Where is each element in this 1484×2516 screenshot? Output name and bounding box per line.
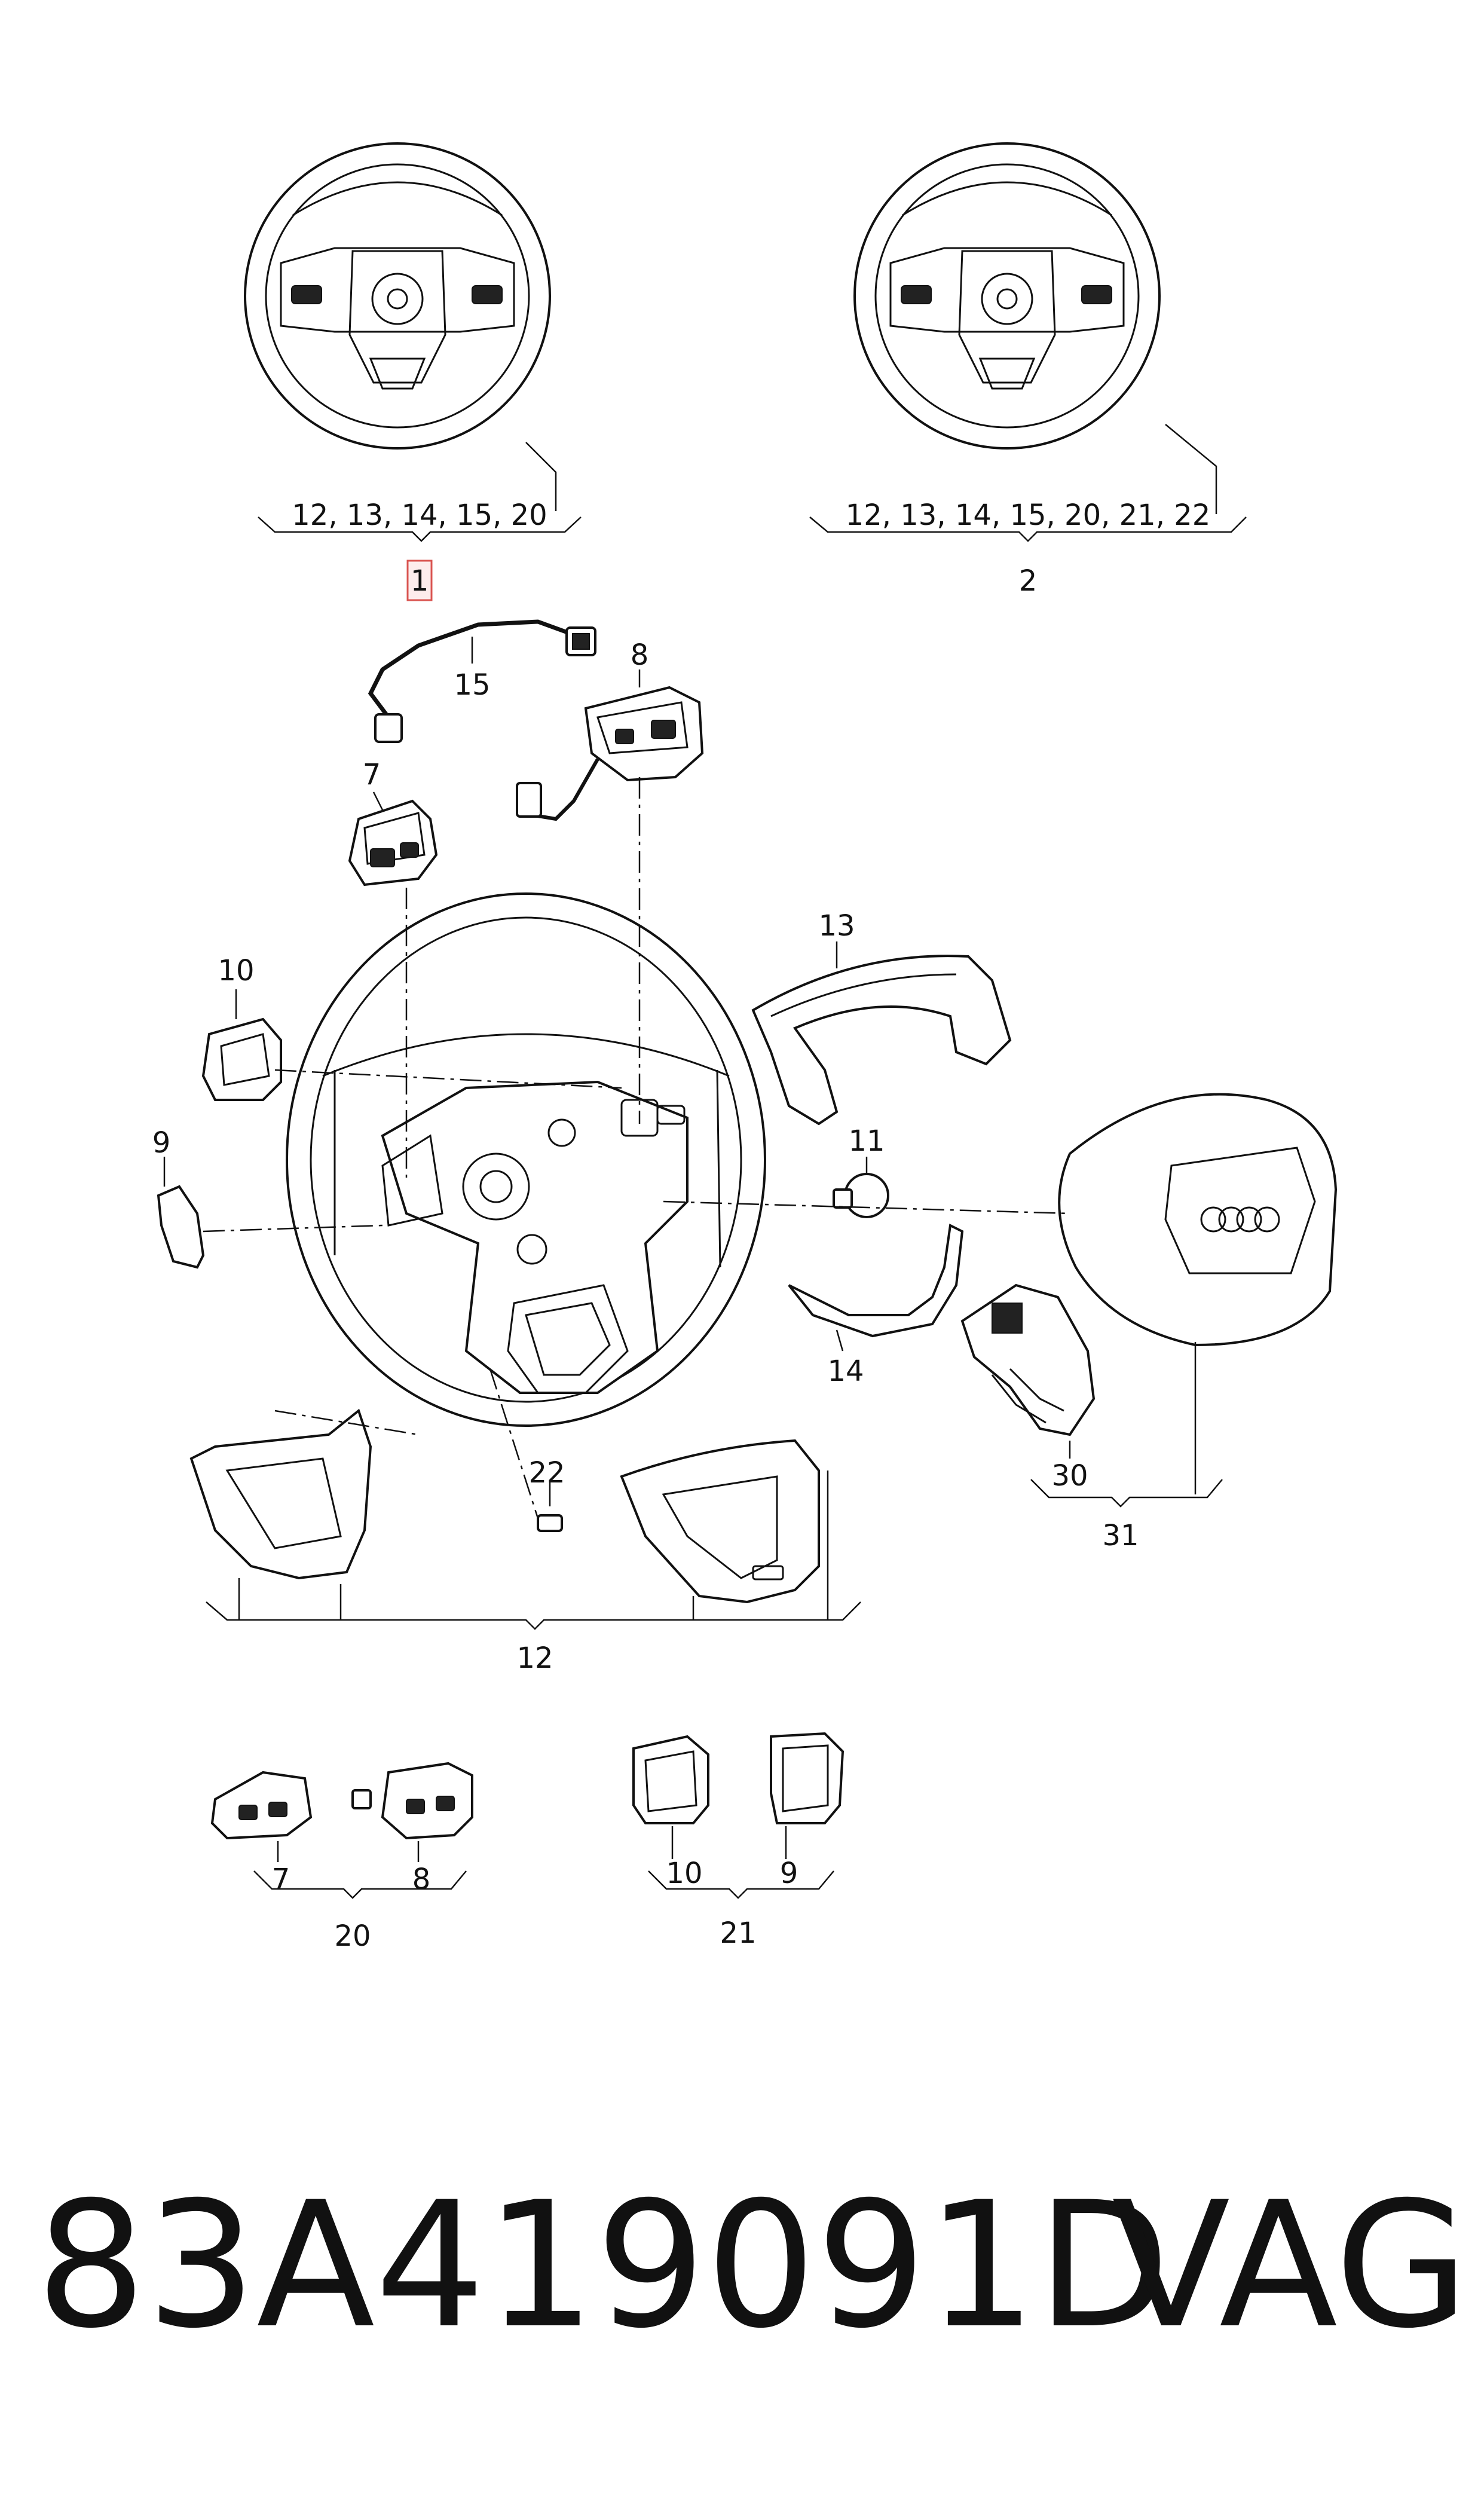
bracket-20 [253, 1870, 467, 1899]
callout-button-8[interactable]: 8 [631, 638, 649, 672]
callout-set21-9[interactable]: 9 [780, 1857, 798, 1890]
screw-22[interactable] [537, 1514, 563, 1532]
lower-trim-center[interactable] [620, 1439, 820, 1604]
control-button-module-7[interactable] [348, 799, 438, 886]
trim-cover-14[interactable] [788, 1223, 964, 1338]
callout-wheel-1-group: 12, 13, 14, 15, 20 [292, 499, 547, 532]
airbag-module-31[interactable] [1058, 1093, 1338, 1347]
callout-trim-9[interactable]: 9 [152, 1126, 171, 1160]
main-steering-wheel[interactable] [286, 892, 766, 1427]
steering-wheel-1[interactable] [244, 142, 557, 511]
callout-set20-7[interactable]: 7 [272, 1863, 290, 1896]
bracket-31 [1030, 1479, 1223, 1508]
assembly-guide-lines [203, 777, 1070, 1519]
callout-wheel-1[interactable]: 1 [411, 564, 429, 598]
selected-part-highlight[interactable] [406, 560, 433, 601]
callout-trim-13[interactable]: 13 [818, 909, 855, 943]
callout-clockspring-30[interactable]: 30 [1051, 1459, 1088, 1493]
wiring-harness-15[interactable] [368, 619, 596, 743]
bolt-11[interactable] [833, 1173, 889, 1218]
callout-trim-14[interactable]: 14 [827, 1355, 864, 1388]
callout-set-21[interactable]: 21 [720, 1916, 756, 1950]
trim-cover-13[interactable] [751, 955, 1012, 1126]
part-number: 83A419091D [36, 2165, 1170, 2367]
callout-set-20[interactable]: 20 [334, 1919, 371, 1953]
bracket-12 [206, 1601, 861, 1630]
callout-wheel-2-group: 12, 13, 14, 15, 20, 21, 22 [846, 499, 1211, 532]
callout-bolt-11[interactable]: 11 [848, 1124, 885, 1158]
brand-name: VAG [1112, 2165, 1469, 2367]
bracket-wheel-1 [258, 516, 582, 542]
callout-button-7[interactable]: 7 [363, 758, 381, 791]
bracket-21 [648, 1870, 834, 1899]
trim-cover-10[interactable] [201, 1017, 282, 1101]
callout-set20-8[interactable]: 8 [412, 1863, 431, 1896]
callout-screw-22[interactable]: 22 [528, 1456, 565, 1490]
callout-airbag-31[interactable]: 31 [1102, 1519, 1139, 1552]
set-20-button-left[interactable] [210, 1771, 313, 1840]
callout-lower-12[interactable]: 12 [516, 1641, 553, 1675]
control-button-module-8[interactable] [516, 686, 704, 821]
trim-cover-9[interactable] [157, 1185, 205, 1269]
callout-set21-10[interactable]: 10 [666, 1857, 702, 1890]
set-21-trim-left[interactable] [632, 1735, 709, 1824]
clockspring-30[interactable] [960, 1283, 1096, 1436]
set-20-button-right[interactable] [351, 1762, 473, 1840]
callout-harness-15[interactable]: 15 [454, 668, 490, 702]
set-21-trim-right[interactable] [770, 1732, 844, 1824]
lower-trim-left[interactable] [189, 1408, 372, 1580]
bracket-wheel-2 [809, 516, 1247, 542]
steering-wheel-2[interactable] [853, 142, 1217, 514]
callout-wheel-2[interactable]: 2 [1019, 564, 1038, 598]
callout-trim-10[interactable]: 10 [218, 954, 254, 988]
